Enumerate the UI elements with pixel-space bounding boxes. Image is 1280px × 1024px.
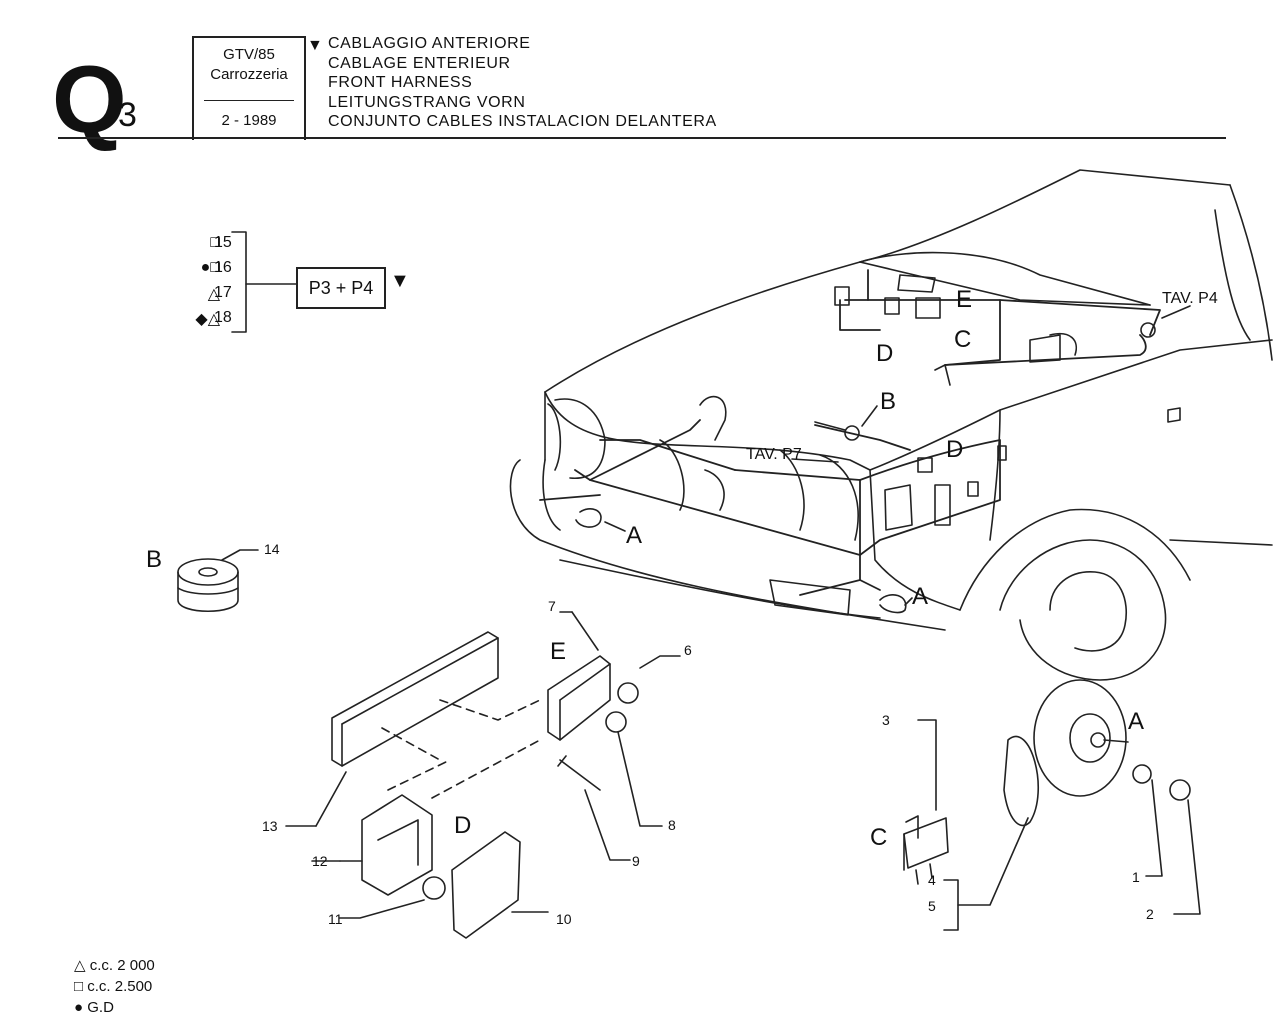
car-label-d-right: D — [946, 436, 964, 463]
variant-16-number: 16 — [214, 259, 232, 276]
component-e — [547, 611, 681, 827]
variant-15-number: 15 — [214, 234, 232, 251]
bracket-12 — [311, 794, 446, 919]
title-marker: ▼ — [307, 37, 323, 54]
legend: △ c.c. 2 000 □ c.c. 2.500 ● G.D — [74, 955, 155, 1018]
callout-10: 10 — [556, 911, 572, 927]
legend-text: c.c. 2.500 — [87, 978, 153, 995]
callout-d: D — [454, 812, 472, 839]
variant-17-symbols: △ — [207, 286, 220, 303]
bracket-plate-13 — [285, 631, 499, 827]
callout-e: E — [550, 638, 567, 665]
legend-item-dot: ● G.D — [74, 997, 155, 1018]
callout-13: 13 — [262, 818, 278, 834]
reference-marker: ▼ — [390, 270, 410, 292]
relay-3 — [903, 719, 949, 885]
model-date: 2 - 1989 — [221, 112, 277, 129]
variant-18-symbols: ◆△ — [195, 311, 220, 328]
title-es: CONJUNTO CABLES INSTALACION DELANTERA — [328, 113, 717, 130]
car-label-c: C — [954, 326, 972, 353]
callout-7: 7 — [548, 598, 556, 614]
car-label-a-left: A — [626, 522, 643, 549]
callout-12: 12 — [312, 853, 328, 869]
callout-14: 14 — [264, 541, 280, 557]
callout-a: A — [1128, 708, 1145, 735]
car-label-d-top: D — [876, 340, 894, 367]
model-divider — [204, 100, 294, 101]
cover-10 — [451, 831, 549, 939]
model-name: GTV/85 — [223, 46, 275, 63]
title-en: FRONT HARNESS — [328, 74, 473, 91]
assembly-lines — [381, 699, 541, 799]
callout-4: 4 — [928, 872, 936, 888]
callout-c: C — [870, 824, 888, 851]
square-icon: □ — [74, 978, 84, 995]
car-label-e: E — [956, 286, 973, 313]
callout-8: 8 — [668, 817, 676, 833]
reference-box: P3 + P4 — [296, 267, 386, 309]
variant-15-symbols: □ — [210, 234, 220, 251]
callout-9: 9 — [632, 853, 640, 869]
model-category: Carrozzeria — [210, 66, 288, 83]
car-label-a-right: A — [912, 583, 929, 610]
callout-5: 5 — [928, 898, 936, 914]
model-box: GTV/85 Carrozzeria 2 - 1989 — [192, 36, 306, 140]
ref-tav-p4: TAV. P4 — [1162, 290, 1218, 307]
callout-6: 6 — [684, 642, 692, 658]
legend-item-square: □ c.c. 2.500 — [74, 976, 155, 997]
car-components — [575, 274, 1156, 614]
pin-9 — [557, 755, 631, 861]
callout-3: 3 — [882, 712, 890, 728]
grommet-14 — [177, 549, 259, 613]
title-it: CABLAGGIO ANTERIORE — [328, 35, 531, 52]
triangle-icon: △ — [74, 957, 86, 974]
dot-icon: ● — [74, 999, 84, 1016]
variant-18-number: 18 — [214, 309, 232, 326]
title-fr: CABLAGE ENTERIEUR — [328, 54, 511, 72]
callout-11: 11 — [328, 911, 343, 927]
legend-text: c.c. 2 000 — [89, 957, 155, 974]
callout-1: 1 — [1132, 869, 1140, 885]
header-rule — [58, 137, 1226, 139]
ref-tav-p7: TAV. P7 — [746, 446, 802, 463]
variant-bracket — [231, 231, 247, 333]
callout-b: B — [146, 546, 163, 573]
section-number: 3 — [118, 96, 137, 134]
car-label-b: B — [880, 388, 897, 415]
section-letter: Q — [52, 46, 127, 153]
title-block: CABLAGGIO ANTERIORE CABLAGE ENTERIEUR FR… — [328, 34, 717, 132]
variant-16-symbols: ●□ — [200, 259, 220, 276]
car-body-outline — [509, 169, 1273, 681]
legend-item-triangle: △ c.c. 2 000 — [74, 955, 155, 976]
horn-a — [943, 679, 1201, 931]
variant-17-number: 17 — [214, 284, 232, 301]
harness-wiring — [539, 269, 1161, 596]
title-de: LEITUNGSTRANG VORN — [328, 93, 526, 111]
legend-text: G.D — [87, 999, 114, 1016]
callout-2: 2 — [1146, 906, 1154, 922]
